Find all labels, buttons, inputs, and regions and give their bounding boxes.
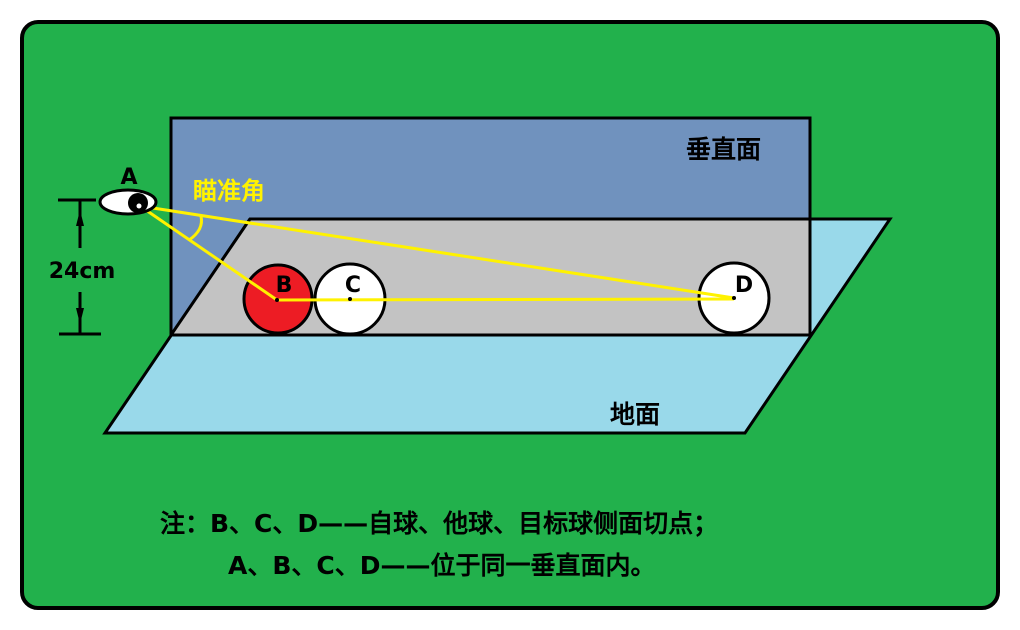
sight-line-a-d [139, 204, 735, 300]
ground-left-edge-upper [169, 218, 252, 336]
height-marker [58, 198, 101, 336]
aim-angle-label: 瞄准角 [193, 177, 265, 205]
arrow-down-icon [76, 308, 84, 324]
ground-label: 地面 [610, 400, 660, 429]
eye-icon [98, 188, 158, 216]
line-b-d [276, 297, 735, 302]
point-d-dot [732, 296, 736, 300]
vertical-plane-label: 垂直面 [686, 135, 761, 164]
note-line-2: A、B、C、D——位于同一垂直面内。 [228, 551, 656, 580]
point-c-dot [348, 297, 352, 301]
note-line-1: 注：B、C、D——自球、他球、目标球侧面切点； [160, 509, 719, 538]
arrow-up-icon [76, 210, 84, 226]
eye-point-label-a: A [120, 165, 137, 190]
point-b-dot [275, 298, 279, 302]
ball-d-label: D [735, 273, 753, 298]
sight-line-a-b [139, 204, 278, 302]
ball-b-label: B [276, 273, 293, 298]
aim-angle-arc [188, 215, 203, 242]
ball-c-label: C [345, 273, 361, 298]
height-label: 24cm [49, 259, 116, 284]
